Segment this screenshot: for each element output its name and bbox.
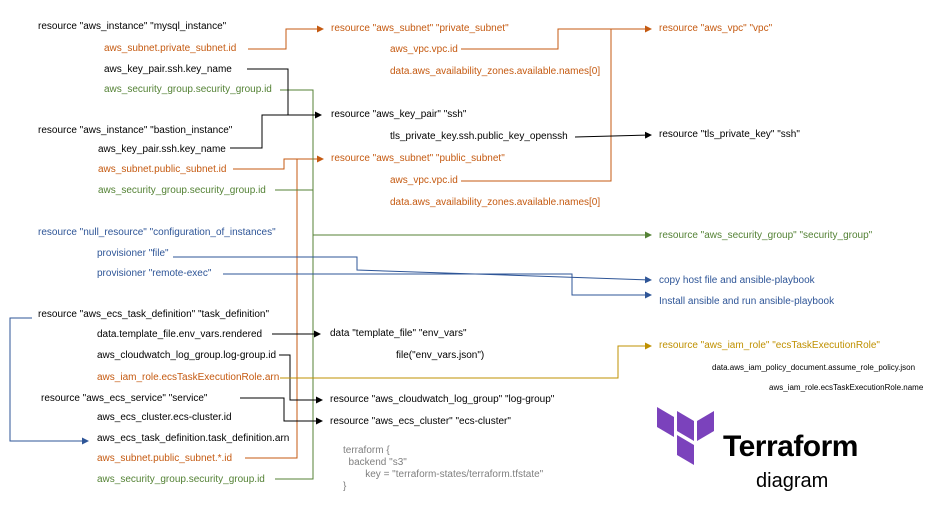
brand-name: Terraform	[723, 430, 858, 463]
node-public-subnet: resource "aws_subnet" "public_subnet"	[331, 153, 505, 164]
edge-prov-file	[173, 256, 652, 284]
edge-bastion-public-subnet	[233, 155, 324, 170]
ref-iam-role-name: aws_iam_role.ecsTaskExecutionRole.name	[769, 383, 924, 392]
node-bastion-instance: resource "aws_instance" "bastion_instanc…	[38, 125, 233, 136]
edge-mysql-keypair	[247, 68, 322, 119]
edge-public-subnet-vpc	[461, 29, 612, 182]
node-ecs-task-definition: resource "aws_ecs_task_definition" "task…	[38, 309, 269, 320]
action-copy-host-file: copy host file and ansible-playbook	[659, 275, 815, 286]
node-null-resource: resource "null_resource" "configuration_…	[38, 227, 276, 238]
edge-service-cluster	[240, 397, 323, 425]
node-key-pair: resource "aws_key_pair" "ssh"	[331, 109, 467, 120]
ref-bastion-sg: aws_security_group.security_group.id	[98, 185, 266, 196]
ref-service-cluster: aws_ecs_cluster.ecs-cluster.id	[97, 412, 232, 423]
node-ecs-cluster: resource "aws_ecs_cluster" "ecs-cluster"	[330, 416, 511, 427]
node-iam-role: resource "aws_iam_role" "ecsTaskExecutio…	[659, 340, 880, 351]
edge-private-subnet-vpc	[461, 25, 652, 50]
ref-bastion-key: aws_key_pair.ssh.key_name	[98, 144, 226, 155]
ref-public-subnet-az: data.aws_availability_zones.available.na…	[390, 197, 601, 208]
action-install-ansible: Install ansible and run ansible-playbook	[659, 296, 835, 307]
ref-service-subnet: aws_subnet.public_subnet.*.id	[97, 453, 233, 464]
ref-bastion-subnet: aws_subnet.public_subnet.id	[98, 164, 227, 175]
edge-keypair-tls	[574, 131, 652, 139]
node-vpc: resource "aws_vpc" "vpc"	[659, 23, 773, 34]
node-ecs-service: resource "aws_ecs_service" "service"	[41, 393, 208, 404]
ref-task-iam-role: aws_iam_role.ecsTaskExecutionRole.arn	[97, 372, 280, 383]
terraform-logo-icon	[657, 407, 714, 465]
ref-task-log-group: aws_cloudwatch_log_group.log-group.id	[97, 350, 277, 361]
ref-private-subnet-az: data.aws_availability_zones.available.na…	[390, 66, 601, 77]
node-cloudwatch-log-group: resource "aws_cloudwatch_log_group" "log…	[330, 394, 555, 405]
node-template-file: data "template_file" "env_vars"	[330, 328, 467, 339]
edge-service-public-subnet	[245, 159, 298, 459]
edge-bastion-keypair	[230, 114, 288, 149]
ref-private-subnet-vpc: aws_vpc.vpc.id	[390, 44, 458, 55]
edge-mysql-sg	[280, 89, 652, 239]
ref-template-file-json: file("env_vars.json")	[396, 350, 485, 361]
edge-mysql-private-subnet	[248, 25, 324, 50]
ref-mysql-key: aws_key_pair.ssh.key_name	[104, 64, 232, 75]
ref-iam-policy: data.aws_iam_policy_document.assume_role…	[712, 363, 916, 372]
edge-prov-remote	[223, 273, 652, 299]
ref-key-pair-tls: tls_private_key.ssh.public_key_openssh	[390, 131, 568, 142]
terraform-backend-code: terraform { backend "s3" key = "terrafor…	[343, 445, 544, 492]
edge-service-sg	[275, 235, 314, 480]
ref-service-task-definition: aws_ecs_task_definition.task_definition.…	[97, 433, 290, 444]
node-mysql-instance: resource "aws_instance" "mysql_instance"	[38, 21, 227, 32]
ref-service-sg: aws_security_group.security_group.id	[97, 474, 265, 485]
ref-public-subnet-vpc: aws_vpc.vpc.id	[390, 175, 458, 186]
brand-subtitle: diagram	[756, 470, 829, 492]
node-private-subnet: resource "aws_subnet" "private_subnet"	[331, 23, 509, 34]
ref-task-template: data.template_file.env_vars.rendered	[97, 329, 263, 340]
node-security-group: resource "aws_security_group" "security_…	[659, 230, 873, 241]
ref-provisioner-remote-exec: provisioner "remote-exec"	[97, 268, 212, 279]
node-tls-private-key: resource "tls_private_key" "ssh"	[659, 129, 800, 140]
ref-provisioner-file: provisioner "file"	[97, 248, 169, 259]
edge-task-iam	[280, 342, 652, 379]
ref-mysql-subnet: aws_subnet.private_subnet.id	[104, 43, 237, 54]
edge-service-taskdef	[9, 317, 89, 445]
ref-mysql-sg: aws_security_group.security_group.id	[104, 84, 272, 95]
